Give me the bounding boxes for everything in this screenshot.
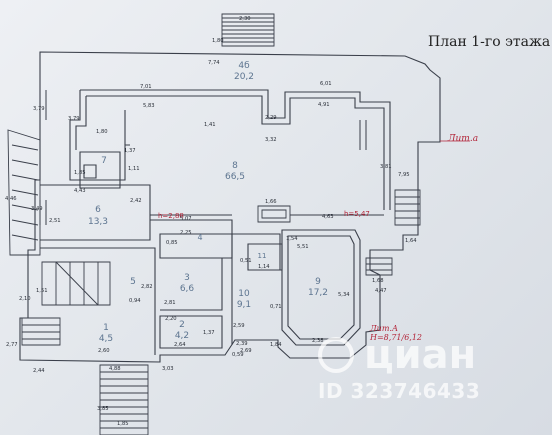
dimension-label: 3,32 [265,137,277,143]
dimension-label: 2,25 [180,230,192,236]
dimension-label: 4,63 [322,214,334,220]
dimension-label: 2,20 [165,316,177,322]
dimension-label: 7,95 [398,172,410,178]
dimension-label: 2,69 [240,348,252,354]
lit-b-line2: H=8,71/6,12 [370,333,422,342]
dimension-label: 7,01 [140,84,152,90]
room-num: 5 [130,277,136,287]
lit-b-label: Лит.А H=8,71/6,12 [370,324,422,342]
dimension-label: 2,39 [236,341,248,347]
room-area: 4,5 [99,334,113,344]
dimension-label: 4,43 [74,188,86,194]
dimension-label: 1,11 [128,166,140,172]
room-num: 11 [258,252,267,260]
room-num: 6 [95,205,101,215]
dimension-label: 2,44 [33,368,45,374]
dimension-label: 3,03 [162,366,174,372]
watermark-brand: циан [364,332,477,378]
dimension-label: 4,91 [318,102,330,108]
dimension-label: 5,07 [180,216,192,222]
dimension-label: 1,64 [405,238,417,244]
dimension-label: 3,81 [380,164,392,170]
dimension-label: 2,29 [265,115,277,121]
lit-b-line1: Лит.А [370,324,399,333]
dimension-label: 3,79 [68,116,80,122]
dimension-label: 2,64 [174,342,186,348]
dimension-label: 1,84 [270,342,282,348]
dimension-label: 2,51 [49,218,61,224]
lit-a-label: Лит.а [448,134,479,144]
room-num: 9 [315,277,321,287]
room-num: 10 [238,289,250,299]
dimension-label: 5,83 [143,103,155,109]
dimension-labels: 2,30 1,80 7,74 7,01 6,01 5,83 4,91 3,79 … [5,16,417,427]
dimension-label: 7,74 [208,60,220,66]
dimension-label: 6,01 [320,81,332,87]
room-area: 4,2 [175,331,189,341]
dimension-label: 5,34 [338,292,350,298]
room-num: 7 [101,156,107,166]
dimension-label: 1,85 [117,421,129,427]
dimension-label: 4,46 [5,196,17,202]
height-labels: h=2,88 h=5,47 [158,210,370,220]
room-num: 4 [197,233,202,242]
room-num: 1 [103,323,109,333]
dimension-label: 0,59 [232,352,244,358]
height-label: h=2,88 [158,212,184,220]
dimension-label: 2,82 [141,284,153,290]
plan-title: План 1-го этажа [428,34,551,50]
dimension-label: 1,51 [36,288,48,294]
room-labels: 4б 20,2 8 66,5 7 6 13,3 4 5 3 6,6 2 4,2 … [88,61,328,344]
dimension-label: 2,60 [98,348,110,354]
height-label: h=5,47 [344,210,370,218]
room-num: 2 [179,320,185,330]
room-num: 3 [184,273,190,283]
dimension-label: 0,51 [240,258,252,264]
dimension-label: 1,54 [286,236,298,242]
dimension-label: 1,66 [265,199,277,205]
room-area: 9,1 [237,300,251,310]
dimension-label: 1,80 [96,129,108,135]
dimension-label: 0,94 [129,298,141,304]
dimension-label: 2,59 [233,323,245,329]
dimension-label: 1,68 [372,278,384,284]
room-area: 13,3 [88,217,108,227]
dimension-label: 2,42 [130,198,142,204]
dimension-label: 2,10 [19,296,31,302]
dimension-label: 0,71 [270,304,282,310]
dimension-label: 3,79 [33,106,45,112]
dimension-label: 4,88 [109,366,121,372]
windows [39,89,367,225]
room-num: 8 [232,161,238,171]
dimension-label: 1,85 [74,170,86,176]
dimension-label: 1,41 [204,122,216,128]
room-area: 66,5 [225,172,245,182]
room-area: 17,2 [308,288,328,298]
dimension-label: 2,30 [239,16,251,22]
dimension-label: 4,47 [375,288,387,294]
walls [19,51,441,363]
watermark-id: ID 323746433 [318,379,481,403]
dimension-label: 3,49 [31,206,43,212]
cian-watermark: циан ID 323746433 [318,335,480,403]
room-area: 6,6 [180,284,195,294]
dimension-label: 1,37 [203,330,215,336]
dimension-label: 2,81 [164,300,176,306]
dimension-label: 2,77 [6,342,18,348]
dimension-label: 0,85 [166,240,178,246]
dimension-label: 1,14 [258,264,270,270]
dimension-label: 5,51 [297,244,309,250]
room-area: 20,2 [234,72,254,82]
room-num: 4б [238,61,250,71]
dimension-label: 3,85 [97,406,109,412]
cian-logo-icon [318,337,354,373]
dimension-label: 1,37 [124,148,136,154]
stairs [7,13,441,435]
dimension-label: 2,38 [312,338,324,344]
dimension-label: 1,80 [212,38,224,44]
